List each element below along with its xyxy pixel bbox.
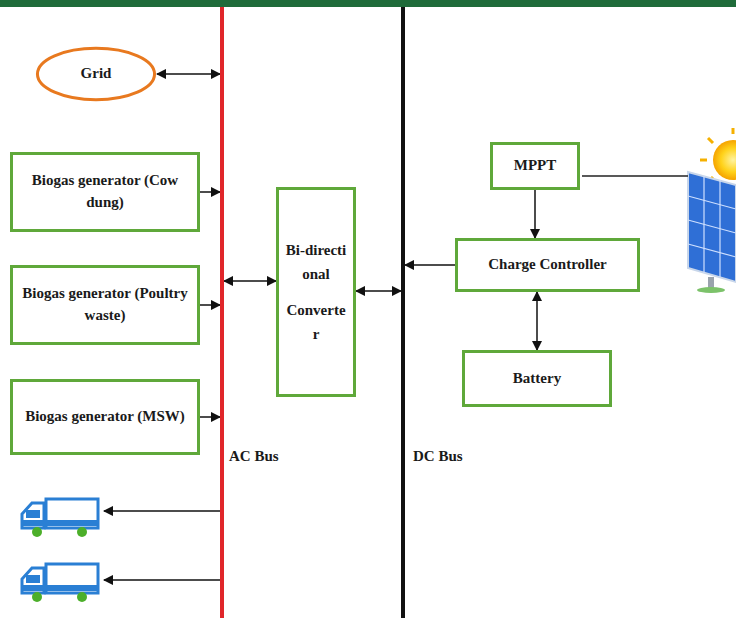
node-label: Charge Controller — [488, 254, 606, 276]
battery-box: Battery — [462, 350, 612, 407]
generator-box: Biogas generator (MSW) — [10, 379, 200, 455]
connector-arrow — [157, 73, 220, 75]
bus-label: AC Bus — [229, 446, 279, 468]
node-label: Biogas generator (Poultry waste) — [19, 283, 191, 327]
generator-box: Biogas generator (Poultry waste) — [10, 265, 200, 345]
generator-box: Biogas generator (Cow dung) — [10, 152, 200, 232]
bus-label: DC Bus — [413, 446, 463, 468]
node-label: Battery — [513, 368, 561, 390]
connector-arrow — [200, 416, 220, 418]
dc-bus: DC Bus — [401, 7, 405, 618]
solar-panel — [688, 172, 736, 293]
panel-wire — [582, 175, 688, 177]
connector-arrow — [356, 290, 401, 292]
top-bar — [0, 0, 736, 7]
connector-arrow — [534, 190, 536, 238]
node-label: Biogas generator (MSW) — [25, 406, 185, 428]
ev-truck-icon — [22, 499, 98, 537]
node-label: Converter — [285, 298, 347, 346]
node-label: Biogas generator (Cow dung) — [19, 170, 191, 214]
truck-feed-arrow — [104, 510, 220, 512]
connector-arrow — [200, 191, 220, 193]
converter-box: Bi-directionalConverter — [276, 187, 356, 397]
connector-arrow — [405, 264, 455, 266]
node-label: Grid — [81, 63, 112, 85]
controller-box: Charge Controller — [455, 238, 640, 292]
sun-icon — [700, 128, 736, 182]
node-label: Bi-directional — [285, 238, 347, 286]
node-label: MPPT — [514, 155, 557, 177]
connector-arrow — [536, 292, 538, 350]
truck-feed-arrow — [104, 579, 220, 581]
connector-arrow — [224, 280, 276, 282]
ev-truck-icon — [22, 564, 98, 602]
ac-bus: AC Bus — [220, 7, 224, 618]
connector-arrow — [200, 304, 220, 306]
grid-ellipse: Grid — [35, 46, 157, 102]
mppt-box: MPPT — [490, 142, 580, 190]
